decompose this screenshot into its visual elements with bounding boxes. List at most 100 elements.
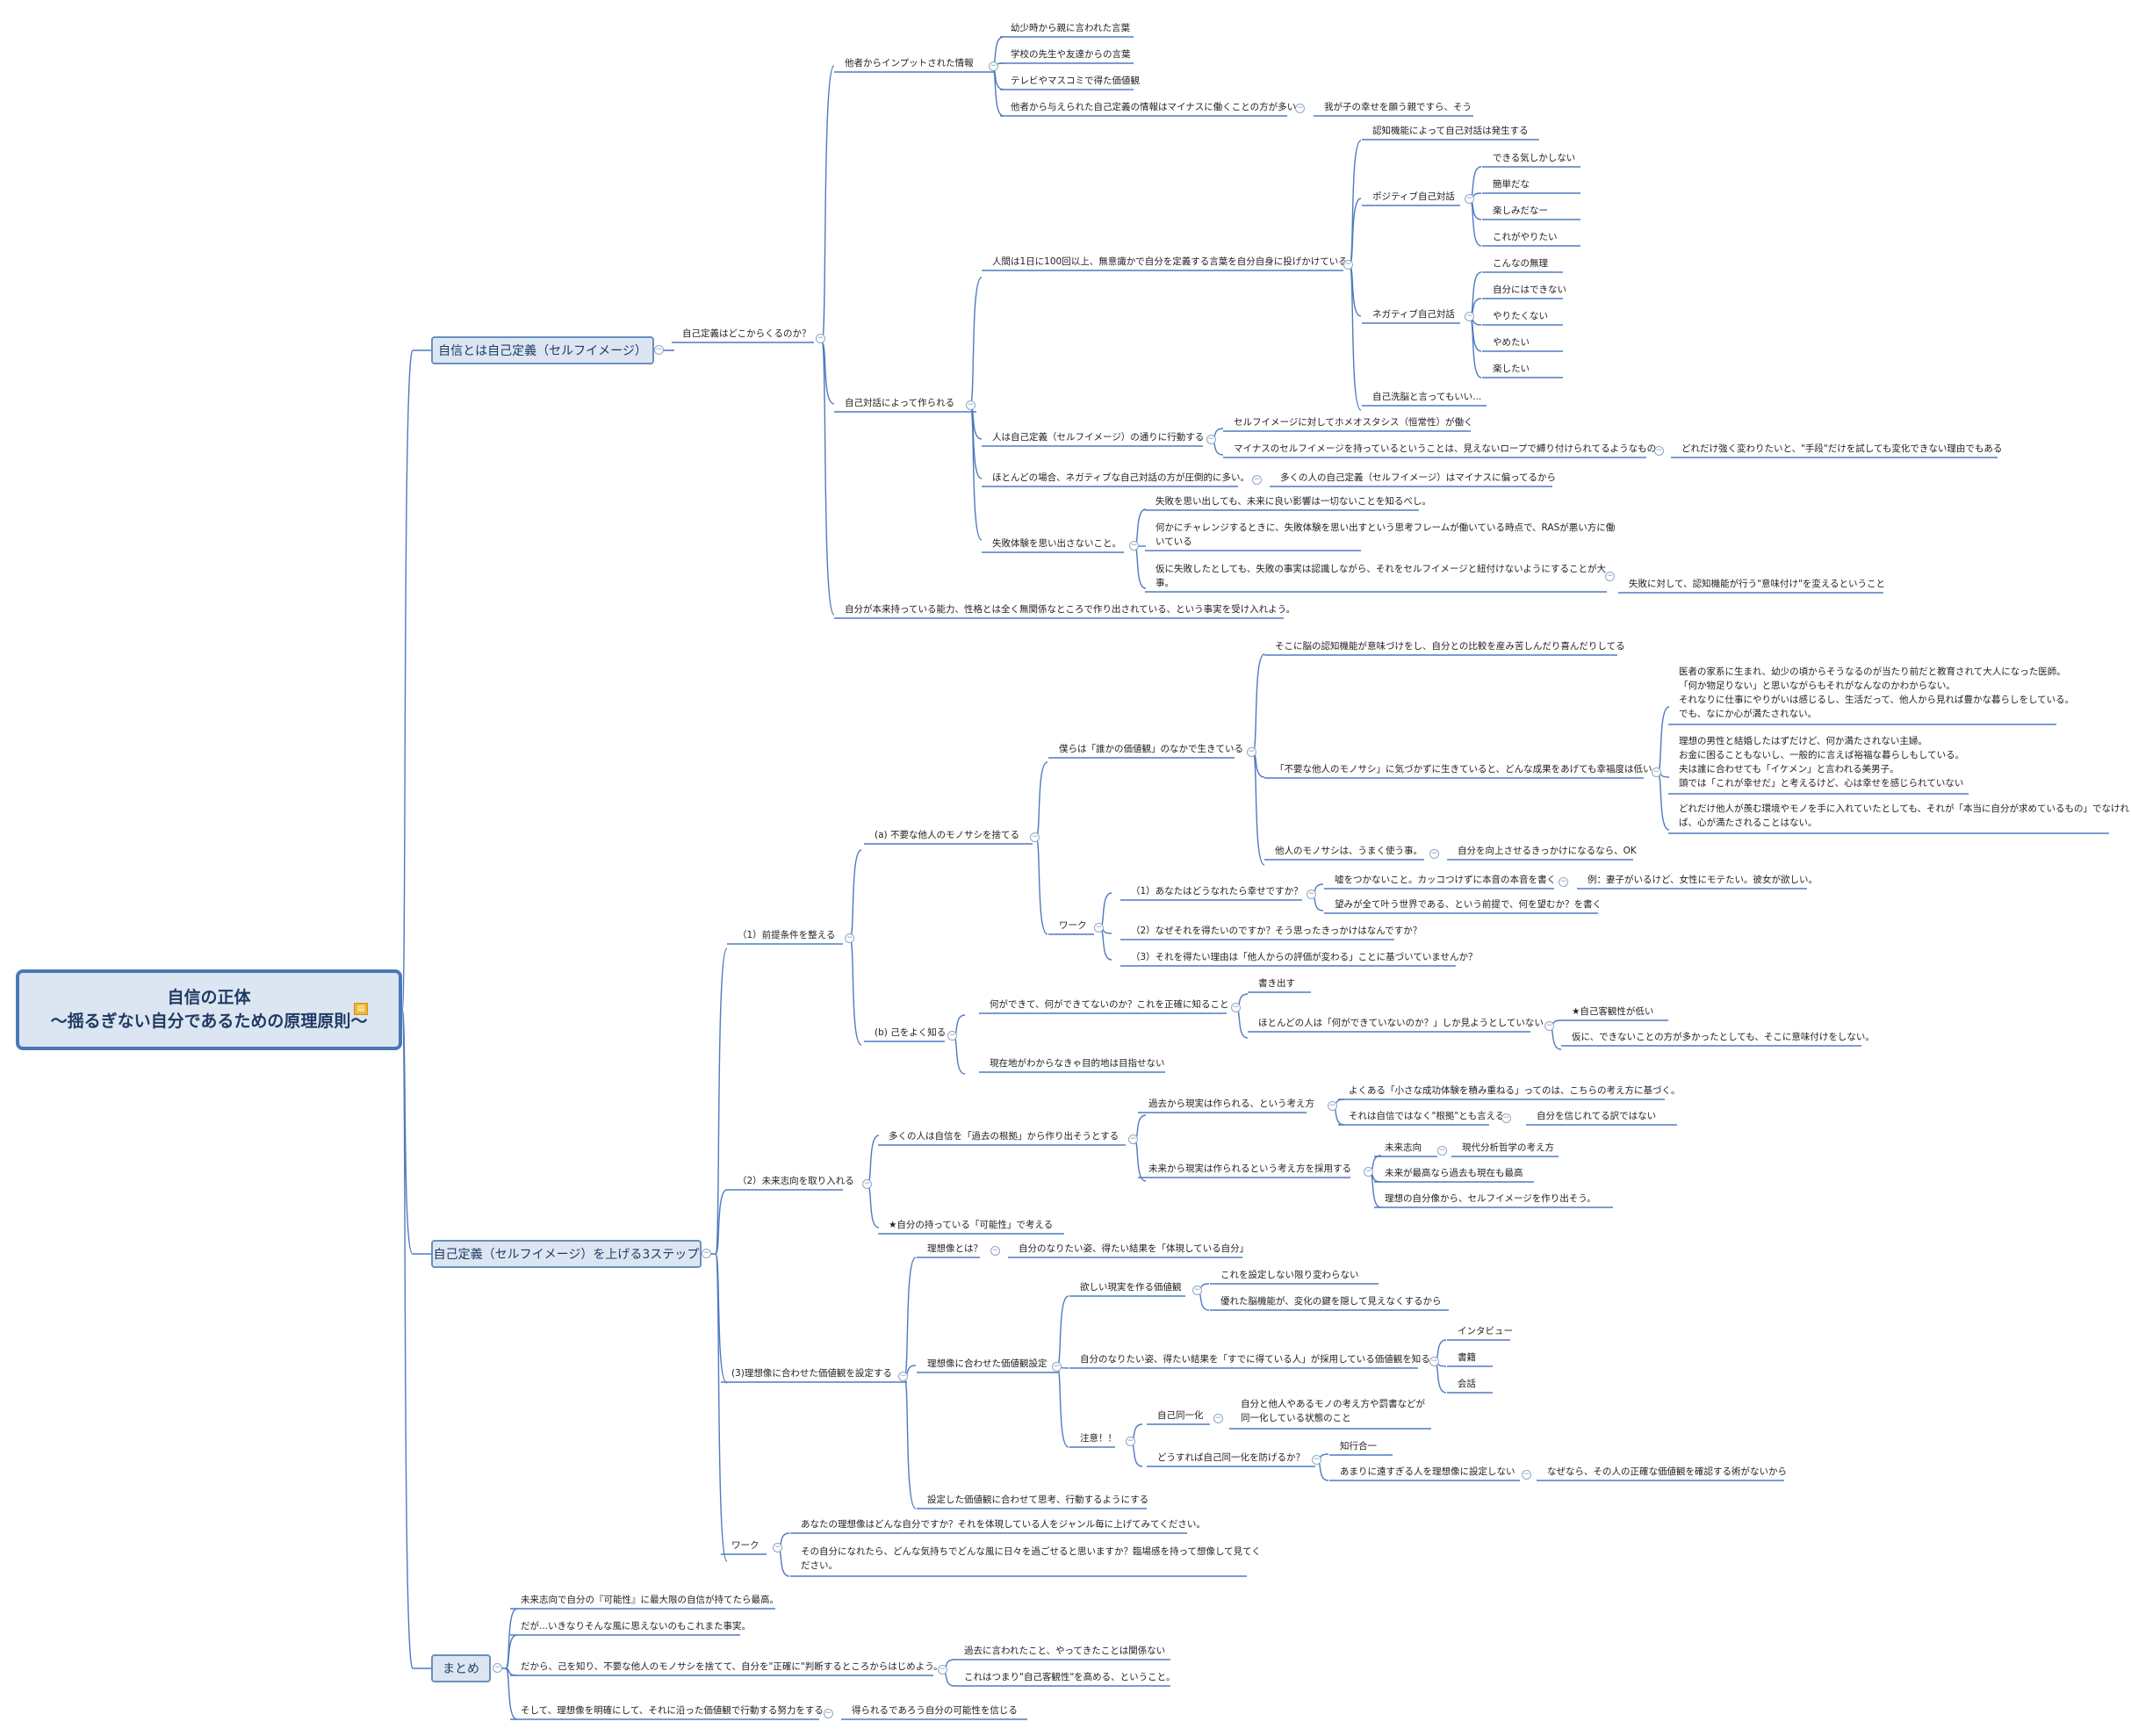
collapse-toggle-icon[interactable]: −: [1247, 747, 1256, 757]
topic[interactable]: だから、己を知り、不要な他人のモノサシを捨てて、自分を"正確に"判断するところか…: [521, 1661, 943, 1672]
collapse-toggle-icon[interactable]: −: [1654, 446, 1664, 456]
collapse-toggle-icon[interactable]: −: [938, 1665, 947, 1675]
leaf[interactable]: 設定した価値観に合わせて思考、行動するようにする: [927, 1495, 1149, 1505]
topic[interactable]: 理想像とは？: [927, 1243, 983, 1254]
topic[interactable]: 欲しい現実を作る価値観: [1080, 1282, 1182, 1293]
collapse-toggle-icon[interactable]: −: [1213, 1414, 1223, 1423]
leaf-multiline[interactable]: 何かにチャレンジするときに、失敗体験を思い出すという思考フレームが働いている時点…: [1155, 521, 1615, 549]
main-topic-three-steps[interactable]: 自己定義（セルフイメージ）を上げる3ステップ: [431, 1240, 702, 1268]
leaf[interactable]: 得られるであろう自分の可能性を信じる: [852, 1705, 1018, 1716]
collapse-toggle-icon[interactable]: −: [1094, 923, 1104, 933]
leaf[interactable]: マイナスのセルフイメージを持っているということは、見えないロープで縛り付けられて…: [1234, 443, 1657, 454]
collapse-toggle-icon[interactable]: −: [493, 1663, 502, 1673]
collapse-toggle-icon[interactable]: −: [898, 1372, 908, 1381]
leaf[interactable]: 自分のなりたい姿、得たい結果を「体現している自分」: [1019, 1243, 1249, 1254]
leaf[interactable]: 望みが全て叶う世界である、という前提で、何を望むか？を書く: [1335, 899, 1602, 910]
collapse-toggle-icon[interactable]: −: [1252, 475, 1262, 485]
leaf[interactable]: やりたくない: [1493, 311, 1548, 321]
collapse-toggle-icon[interactable]: −: [824, 1709, 833, 1718]
leaf[interactable]: よくある「小さな成功体験を積み重ねる」ってのは、こちらの考え方に基づく。: [1349, 1085, 1681, 1096]
leaf-multiline[interactable]: その自分になれたら、どんな気持ちでどんな風に日々を過ごせると思いますか？臨場感を…: [801, 1545, 1261, 1573]
leaf[interactable]: 書籍: [1458, 1352, 1476, 1363]
leaf[interactable]: やめたい: [1493, 337, 1530, 348]
leaf[interactable]: 他者から与えられた自己定義の情報はマイナスに働くことの方が多い: [1011, 102, 1297, 112]
topic[interactable]: 失敗体験を思い出さないこと。: [992, 538, 1121, 549]
leaf[interactable]: 幼少時から親に言われた言葉: [1011, 23, 1130, 33]
leaf[interactable]: 例：妻子がいるけど、女性にモテたい。彼女が欲しい。: [1587, 875, 1818, 885]
leaf[interactable]: （3）それを得たい理由は「他人からの評価が変わる」ことに基づいていませんか？: [1131, 952, 1478, 962]
main-topic-summary[interactable]: まとめ: [431, 1654, 491, 1682]
topic[interactable]: そして、理想像を明確にして、それに沿った価値観で行動する努力をする: [521, 1705, 824, 1716]
collapse-toggle-icon[interactable]: −: [1522, 1470, 1531, 1480]
collapse-toggle-icon[interactable]: −: [1544, 1021, 1554, 1031]
topic[interactable]: (b) 己をよく知る: [875, 1027, 947, 1038]
leaf[interactable]: あなたの理想像はどんな自分ですか？それを体現している人をジャンル毎に上げてみてく…: [801, 1519, 1206, 1530]
collapse-toggle-icon[interactable]: −: [1052, 1362, 1062, 1372]
topic[interactable]: 何ができて、何ができてないのか？これを正確に知ること: [990, 999, 1229, 1010]
leaf[interactable]: 理想の自分像から、セルフイメージを作り出そう。: [1385, 1193, 1596, 1204]
leaf[interactable]: 優れた脳機能が、変化の鍵を隠して見えなくするから: [1220, 1296, 1442, 1307]
leaf[interactable]: 書き出す: [1258, 978, 1295, 989]
topic[interactable]: 自分のなりたい姿、得たい結果を「すでに得ている人」が採用している価値観を知る: [1080, 1354, 1430, 1365]
topic[interactable]: 注意！！: [1080, 1433, 1117, 1444]
leaf[interactable]: 自己洗脳と言ってもいい...: [1372, 392, 1482, 402]
topic[interactable]: ネガティブ自己対話: [1372, 309, 1455, 320]
leaf[interactable]: 嘘をつかないこと。カッコつけずに本音の本音を書く: [1335, 875, 1556, 885]
collapse-toggle-icon[interactable]: −: [1652, 767, 1661, 777]
collapse-toggle-icon[interactable]: −: [845, 933, 854, 943]
leaf[interactable]: あまりに遠すぎる人を理想像に設定しない: [1340, 1466, 1515, 1477]
main-topic-self-definition[interactable]: 自信とは自己定義（セルフイメージ）: [431, 336, 654, 364]
leaf[interactable]: 未来志向で自分の『可能性』に最大限の自信が持てたら最高。: [521, 1595, 779, 1605]
leaf[interactable]: 現代分析哲学の考え方: [1462, 1142, 1554, 1153]
leaf[interactable]: ★自分の持っている「可能性」で考える: [889, 1220, 1054, 1230]
leaf[interactable]: そこに脳の認知機能が意味づけをし、自分との比較を産み苦しんだり喜んだりしてる: [1275, 641, 1625, 652]
topic[interactable]: 僕らは「誰かの価値観」のなかで生きている: [1059, 744, 1243, 754]
collapse-toggle-icon[interactable]: −: [816, 334, 825, 343]
collapse-toggle-icon[interactable]: −: [989, 61, 998, 71]
topic[interactable]: どうすれば自己同一化を防げるか？: [1157, 1452, 1305, 1463]
collapse-toggle-icon[interactable]: −: [1206, 435, 1216, 444]
leaf[interactable]: それは自信ではなく"根拠"とも言える: [1349, 1111, 1505, 1121]
leaf[interactable]: これはつまり"自己客観性"を高める、ということ。: [964, 1672, 1176, 1682]
example-conclusion[interactable]: どれだけ他人が羨む環境やモノを手に入れていたとしても、それが「本当に自分が求めて…: [1679, 802, 2129, 830]
leaf[interactable]: どれだけ強く変わりたいと、"手段"だけを試しても変化できない理由でもある: [1681, 443, 2003, 454]
collapse-toggle-icon[interactable]: −: [947, 1031, 957, 1041]
leaf[interactable]: 失敗に対して、認知機能が行う"意味付け"を変えるということ: [1629, 579, 1886, 589]
leaf[interactable]: 他人のモノサシは、うまく使う事。: [1275, 846, 1422, 856]
collapse-toggle-icon[interactable]: −: [1429, 1357, 1439, 1366]
example-housewife[interactable]: 理想の男性と結婚したはずだけど、何か満たされない主婦。お金に困ることもないし、一…: [1679, 734, 1964, 790]
leaf[interactable]: 認知機能によって自己対話は発生する: [1372, 126, 1529, 136]
leaf[interactable]: 会話: [1458, 1379, 1476, 1389]
topic-where-from[interactable]: 自己定義はどこからくるのか？: [682, 328, 811, 339]
collapse-toggle-icon[interactable]: −: [1465, 194, 1474, 204]
leaf[interactable]: 学校の先生や友達からの言葉: [1011, 49, 1131, 60]
topic[interactable]: （1）あなたはどうなれたら幸せですか？: [1131, 886, 1303, 897]
leaf[interactable]: セルフイメージに対してホメオスタシス（恒常性）が働く: [1234, 417, 1473, 428]
leaf[interactable]: 失敗を思い出しても、未来に良い影響は一切ないことを知るべし。: [1155, 496, 1431, 507]
topic[interactable]: 多くの人は自信を「過去の根拠」から作り出そうとする: [889, 1131, 1119, 1142]
root-topic[interactable]: 自信の正体 〜揺るぎない自分であるための原理原則〜: [16, 969, 402, 1050]
note-icon[interactable]: ▤: [354, 1003, 368, 1015]
leaf-multiline[interactable]: 自分と他人やあるモノの考え方や罰書などが同一化している状態のこと: [1241, 1397, 1425, 1425]
collapse-toggle-icon[interactable]: −: [773, 1543, 782, 1552]
topic[interactable]: ほとんどの人は「何ができていないのか？」しか見ようとしていない: [1258, 1018, 1544, 1028]
collapse-toggle-icon[interactable]: −: [1231, 1003, 1241, 1012]
collapse-toggle-icon[interactable]: −: [1129, 541, 1139, 551]
topic-step2[interactable]: （2）未来志向を取り入れる: [738, 1176, 854, 1186]
collapse-toggle-icon[interactable]: −: [702, 1249, 711, 1258]
collapse-toggle-icon[interactable]: −: [1128, 1135, 1138, 1144]
topic[interactable]: 自己同一化: [1157, 1410, 1204, 1421]
leaf[interactable]: 自分を向上させるきっかけになるなら、OK: [1458, 846, 1637, 856]
collapse-toggle-icon[interactable]: −: [1364, 1167, 1373, 1177]
collapse-toggle-icon[interactable]: −: [1343, 260, 1353, 270]
topic-step3[interactable]: (3)理想像に合わせた価値観を設定する: [731, 1368, 892, 1379]
leaf-multiline[interactable]: 仮に失敗したとしても、失敗の事実は認識しながら、それをセルフイメージと紐付けない…: [1155, 562, 1606, 590]
collapse-toggle-icon[interactable]: −: [1295, 104, 1305, 113]
leaf[interactable]: ★自己客観性が低い: [1572, 1006, 1654, 1017]
leaf[interactable]: 仮に、できないことの方が多かったとしても、そこに意味付けをしない。: [1572, 1032, 1875, 1042]
leaf[interactable]: 自分にはできない: [1493, 285, 1566, 295]
collapse-toggle-icon[interactable]: −: [1559, 877, 1568, 887]
topic[interactable]: 人間は1日に100回以上、無意識かで自分を定義する言葉を自分自身に投げかけている: [992, 256, 1348, 267]
topic[interactable]: (a) 不要な他人のモノサシを捨てる: [875, 830, 1019, 840]
leaf[interactable]: 簡単だな: [1493, 179, 1530, 190]
